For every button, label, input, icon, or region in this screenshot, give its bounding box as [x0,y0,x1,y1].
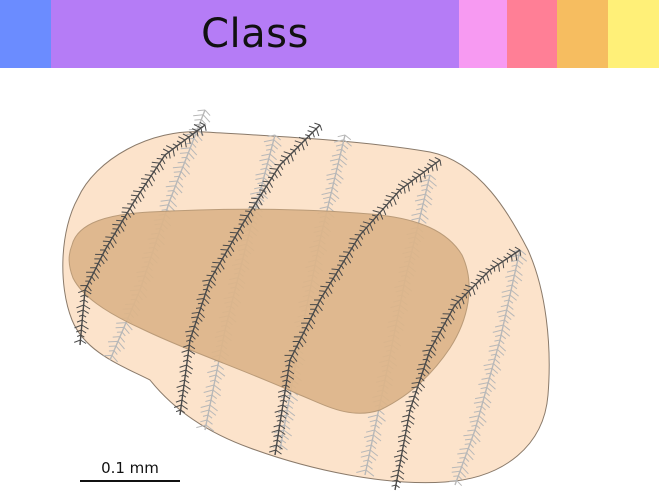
scale-bar-label: 0.1 mm [101,459,159,477]
comb-row-3-spine [274,159,441,456]
comb-row-4-bristles [390,246,522,489]
banner-segment-5 [557,0,608,68]
class-banner: Class [0,0,659,68]
comb-rows [74,121,522,491]
banner-title: Class [201,11,309,57]
banner-segment-3 [459,0,507,68]
banner-segment-1 [0,0,51,68]
comb-row-1-bristles [74,121,207,344]
banner-segment-6 [608,0,659,68]
comb-row-2-bristles [173,122,323,414]
banner-segment-4 [507,0,557,68]
scale-bar: 0.1 mm [80,458,180,488]
organism-gut [68,208,470,414]
comb-row-3-bristles [268,156,442,455]
scale-bar-line [80,480,180,482]
faint-comb-row-5-bristles [449,249,528,487]
banner-segment-class: Class [51,0,459,68]
organism-illustration [62,109,550,491]
